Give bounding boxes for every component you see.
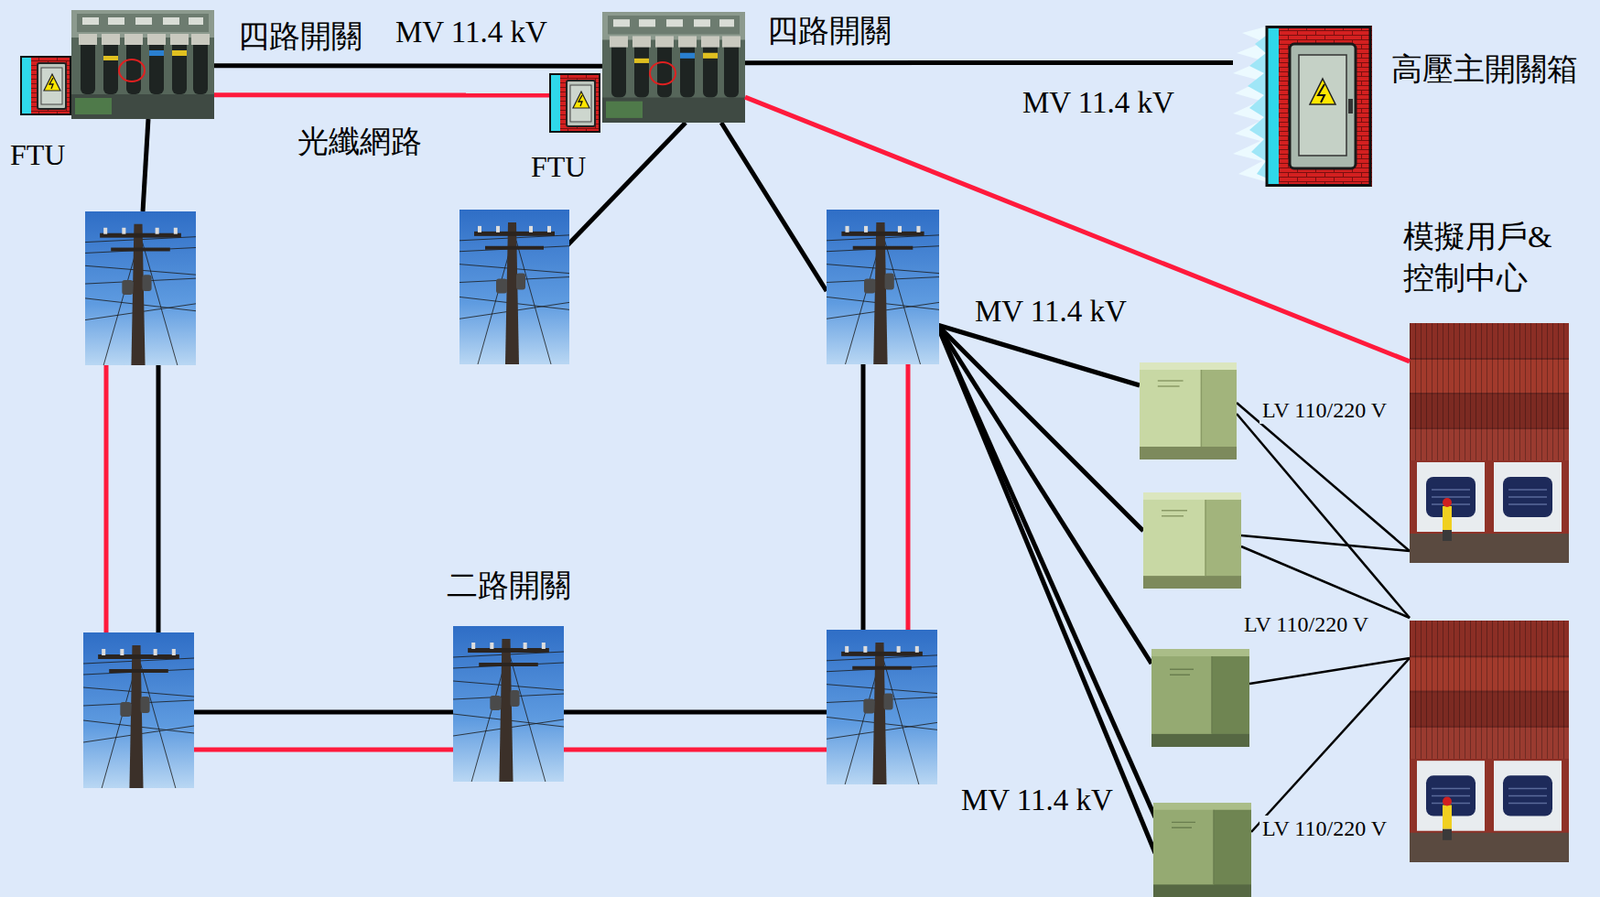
cable-line xyxy=(214,92,550,98)
main-switch-box: 高壓主開關箱 xyxy=(1232,25,1373,187)
voltage-label: LV 110/220 V xyxy=(1241,611,1372,638)
edge-label: MV 11.4 kV xyxy=(1022,85,1175,122)
voltage-label: MV 11.4 kV xyxy=(972,293,1130,331)
node-label: 模擬用戶& 控制中心 xyxy=(1403,216,1587,299)
voltage-label: LV 110/220 V xyxy=(1259,397,1390,424)
node-label: 高壓主開關箱 xyxy=(1391,51,1579,89)
node-label: FTU xyxy=(10,137,65,173)
edge-label: MV 11.4 kV xyxy=(395,14,548,52)
cable-line xyxy=(745,60,1233,65)
cable-line xyxy=(745,97,1410,362)
voltage-label: LV 110/220 V xyxy=(1259,815,1390,843)
node-label: FTU xyxy=(530,149,586,184)
edge-label: 光纖網路 xyxy=(297,123,422,162)
voltage-label: MV 11.4 kV xyxy=(958,782,1116,820)
two-way-switch-pole: 二路開關 xyxy=(453,626,564,782)
ftu-unit: FTU xyxy=(20,55,72,116)
node-label: 二路開關 xyxy=(446,567,572,606)
customer-container: 模擬用戶& 控制中心 xyxy=(1409,323,1569,563)
four-way-switch: 四路開關 xyxy=(602,11,746,123)
node-label: 四路開關 xyxy=(237,18,363,56)
ftu-unit: FTU xyxy=(549,73,601,133)
four-way-switch: 四路開關 xyxy=(71,10,215,119)
cable-line xyxy=(214,63,603,69)
node-label: 四路開關 xyxy=(767,12,892,51)
